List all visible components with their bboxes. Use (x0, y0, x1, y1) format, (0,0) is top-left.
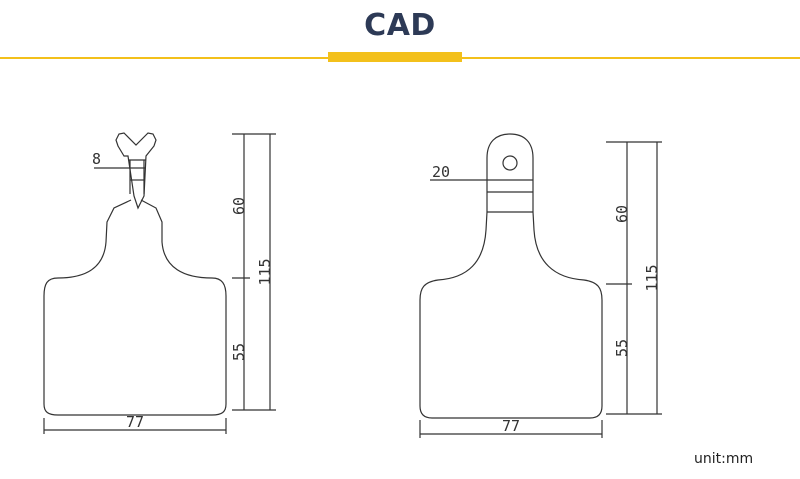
right-neck-height-label: 60 (613, 205, 631, 223)
left-tag-body (43, 199, 227, 416)
right-body-height-label: 55 (613, 339, 631, 357)
left-width-label: 77 (126, 413, 144, 431)
unit-note: unit:mm (694, 451, 754, 467)
right-tag-hole (502, 155, 518, 171)
title-underline (328, 52, 462, 62)
left-body-height-label: 55 (230, 343, 248, 361)
right-neck-width-label: 20 (432, 163, 450, 181)
right-tag (419, 133, 662, 438)
page-title: CAD (364, 8, 436, 43)
right-total-height-label: 115 (643, 264, 661, 291)
left-total-height-label: 115 (256, 258, 274, 285)
right-tag-outline (486, 133, 534, 212)
right-width-label: 77 (502, 417, 520, 435)
left-tag-outline (115, 132, 157, 210)
left-neck-height-label: 60 (230, 197, 248, 215)
right-tag-body (419, 211, 603, 419)
left-neck-width-label: 8 (92, 150, 101, 168)
left-tag (43, 132, 276, 434)
